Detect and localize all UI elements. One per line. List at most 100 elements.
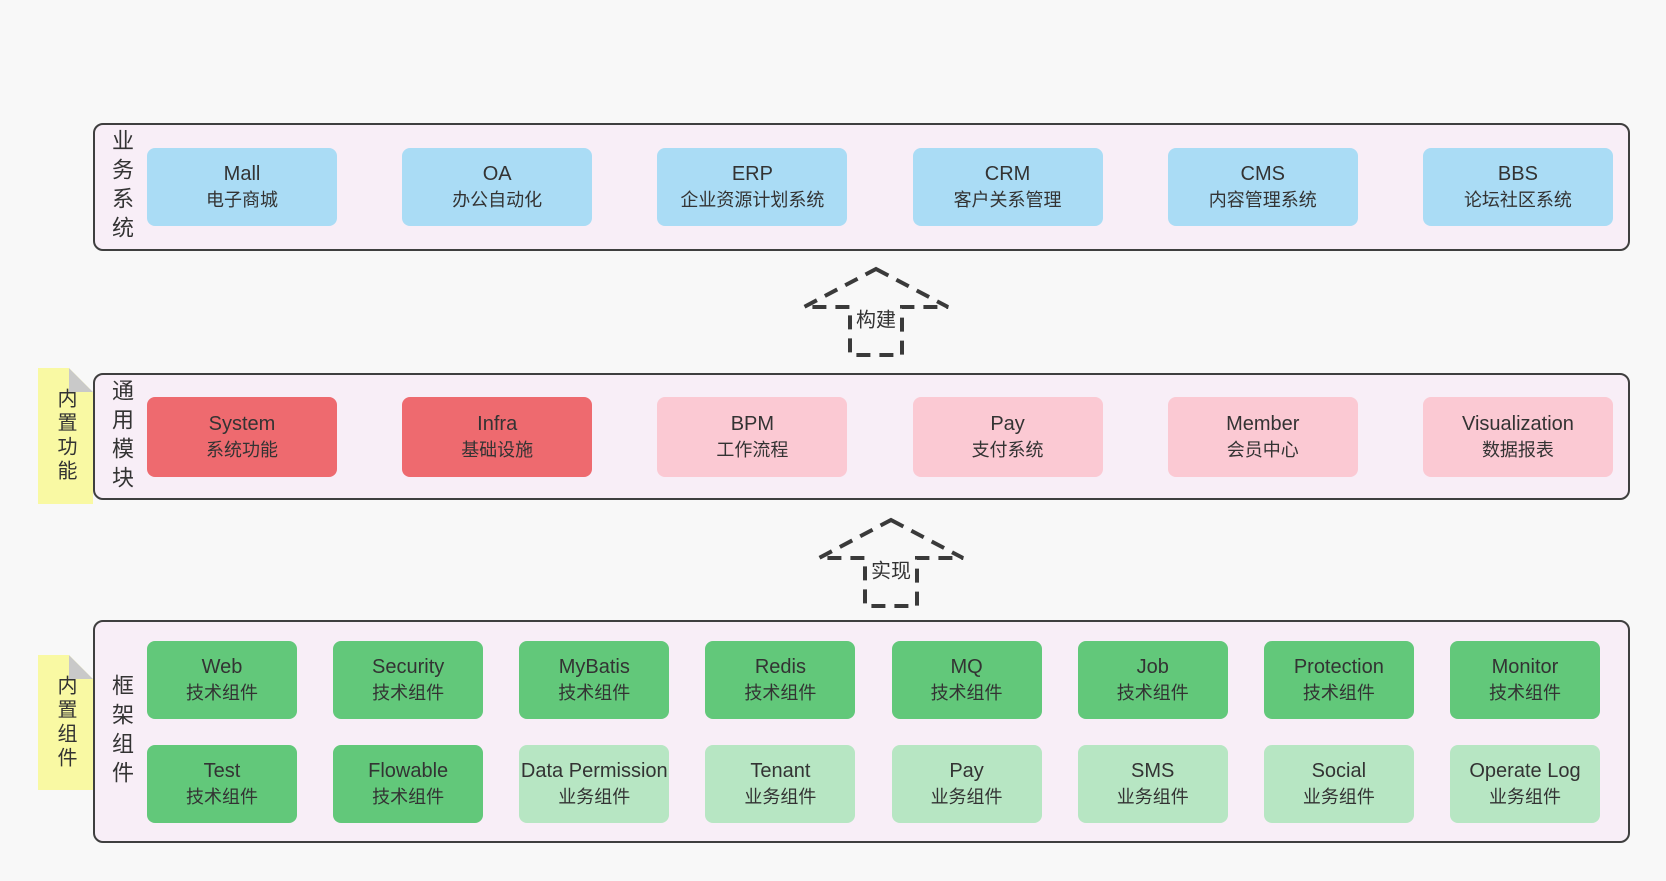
module-desc: 技术组件 (744, 682, 817, 703)
folded-corner-icon (69, 655, 93, 679)
module-name: MQ (950, 655, 983, 678)
module-desc: 会员中心 (1226, 439, 1299, 460)
module-desc: 客户关系管理 (953, 190, 1062, 210)
module-desc: 工作流程 (716, 439, 789, 460)
module-name: Mall (223, 163, 261, 185)
module-box-pay: Pay 业务组件 (891, 744, 1042, 823)
module-box-test: Test 技术组件 (147, 744, 297, 823)
module-desc: 业务组件 (930, 786, 1003, 807)
band-label-text: 框架组件 (109, 673, 134, 790)
module-desc: 办公自动化 (452, 190, 543, 210)
module-desc: 基础设施 (461, 439, 534, 460)
module-desc: 内容管理系统 (1208, 190, 1317, 210)
module-box-job: Job 技术组件 (1077, 640, 1228, 719)
module-name: Infra (477, 412, 518, 435)
module-name: MyBatis (558, 655, 630, 678)
module-box-pay: Pay 支付系统 (912, 396, 1103, 477)
module-box-oa: OA 办公自动化 (402, 148, 593, 226)
module-desc: 业务组件 (1116, 786, 1189, 807)
dashed-up-arrow-build: 构建 (801, 266, 951, 358)
box-row: Mall 电子商城 OA 办公自动化 ERP 企业资源计划系统 CRM 客户关系管理 CMS 内容… (147, 125, 1628, 249)
module-box-bbs: BBS 论坛社区系统 (1422, 148, 1613, 226)
module-name: Pay (949, 759, 984, 782)
module-box-cms: CMS 内容管理系统 (1167, 148, 1358, 226)
module-desc: 技术组件 (372, 786, 445, 807)
module-name: Data Permission (520, 759, 668, 782)
module-name: Protection (1293, 655, 1384, 678)
module-name: BBS (1497, 163, 1538, 185)
module-desc: 业务组件 (558, 786, 631, 807)
module-name: Redis (754, 655, 806, 678)
module-box-mall: Mall 电子商城 (147, 148, 337, 226)
band-label: 通用模块 (95, 375, 147, 498)
module-desc: 技术组件 (558, 682, 631, 703)
band-label-text: 通用模块 (109, 378, 134, 495)
sticky-note-label: 内置功能 (54, 388, 76, 484)
module-name: SMS (1131, 759, 1175, 782)
module-name: Member (1226, 412, 1300, 435)
band-label: 框架组件 (95, 622, 147, 841)
sticky-note-label: 内置组件 (54, 674, 76, 771)
module-desc: 技术组件 (186, 786, 258, 807)
band-business-systems: 业务系统 Mall 电子商城 OA 办公自动化 ERP 企业资源计划系统 CRM 客户关系管理… (93, 123, 1630, 251)
module-box-data-permission: Data Permission 业务组件 (519, 744, 670, 823)
module-desc: 业务组件 (744, 786, 817, 807)
module-desc: 支付系统 (971, 439, 1044, 460)
module-box-mybatis: MyBatis 技术组件 (519, 640, 670, 719)
module-name: BPM (730, 412, 775, 435)
module-name: Pay (990, 412, 1025, 435)
module-name: CMS (1240, 163, 1285, 185)
module-box-sms: SMS 业务组件 (1077, 744, 1228, 823)
module-name: Operate Log (1469, 759, 1581, 782)
module-box-operate-log: Operate Log 业务组件 (1449, 744, 1600, 823)
dashed-up-arrow-implement: 实现 (816, 517, 966, 609)
module-desc: 技术组件 (186, 682, 258, 703)
module-box-redis: Redis 技术组件 (705, 640, 856, 719)
module-name: Test (203, 759, 241, 782)
module-name: ERP (731, 163, 773, 185)
module-desc: 技术组件 (1116, 682, 1189, 703)
module-desc: 技术组件 (1302, 682, 1375, 703)
module-box-web: Web 技术组件 (147, 640, 297, 719)
module-name: Tenant (750, 759, 811, 782)
module-name: Monitor (1491, 655, 1559, 678)
module-desc: 论坛社区系统 (1463, 190, 1572, 210)
module-desc: 系统功能 (206, 439, 278, 460)
module-box-member: Member 会员中心 (1167, 396, 1358, 477)
module-desc: 技术组件 (930, 682, 1003, 703)
module-name: Web (201, 655, 243, 678)
module-box-infra: Infra 基础设施 (402, 396, 593, 477)
module-desc: 业务组件 (1302, 786, 1375, 807)
module-desc: 技术组件 (372, 682, 445, 703)
arrow-label: 构建 (853, 303, 899, 333)
module-box-erp: ERP 企业资源计划系统 (657, 148, 848, 226)
module-name: Security (372, 655, 445, 678)
module-desc: 业务组件 (1488, 786, 1561, 807)
module-desc: 企业资源计划系统 (680, 190, 825, 210)
module-name: OA (482, 163, 512, 185)
sticky-note-built-in-features: 内置功能 (38, 368, 93, 504)
module-name: Flowable (368, 759, 449, 782)
module-name: CRM (984, 163, 1031, 185)
module-desc: 电子商城 (206, 190, 278, 210)
module-box-bpm: BPM 工作流程 (657, 396, 848, 477)
module-box-monitor: Monitor 技术组件 (1449, 640, 1600, 719)
band-label-text: 业务系统 (109, 129, 134, 245)
module-box-protection: Protection 技术组件 (1263, 640, 1414, 719)
module-box-tenant: Tenant 业务组件 (705, 744, 856, 823)
module-name: Visualization (1461, 412, 1574, 435)
sticky-note-built-in-components: 内置组件 (38, 655, 93, 790)
module-desc: 技术组件 (1488, 682, 1561, 703)
module-box-mq: MQ 技术组件 (891, 640, 1042, 719)
module-name: Job (1136, 655, 1169, 678)
folded-corner-icon (69, 368, 93, 392)
